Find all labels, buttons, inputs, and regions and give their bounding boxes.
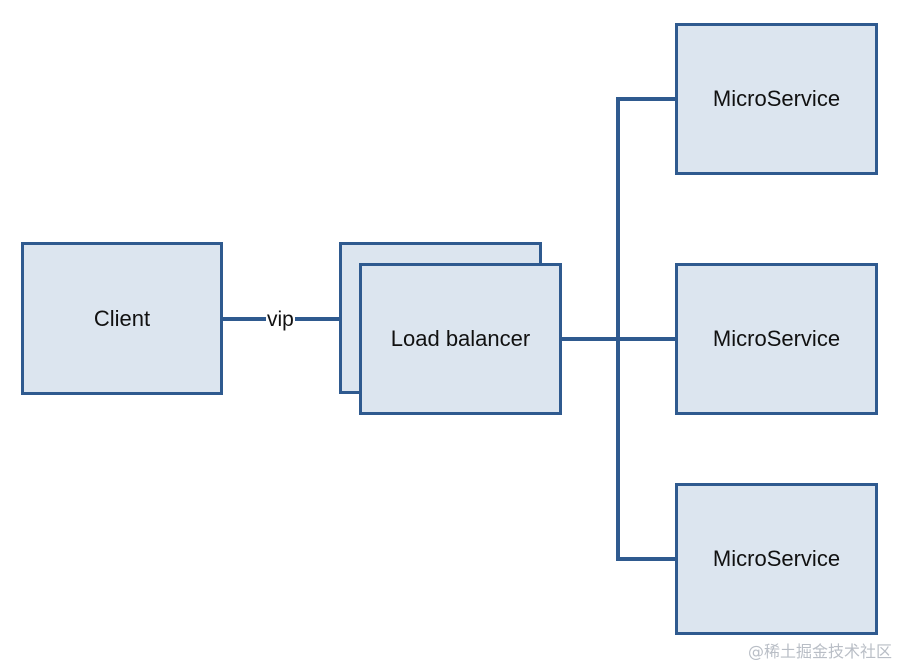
trunk-connector <box>616 97 620 561</box>
microservice-label-1: MicroService <box>712 86 841 111</box>
vip-edge-label: vip <box>266 308 295 332</box>
load-balancer-node: Load balancer <box>359 263 562 415</box>
trunk-to-service-3-connector <box>616 557 678 561</box>
load-balancer-label: Load balancer <box>390 326 531 351</box>
trunk-to-service-2-connector <box>616 337 678 341</box>
client-node: Client <box>21 242 223 395</box>
trunk-to-service-1-connector <box>616 97 678 101</box>
microservice-node-1: MicroService <box>675 23 878 175</box>
microservice-label-2: MicroService <box>712 326 841 351</box>
microservice-node-3: MicroService <box>675 483 878 635</box>
lb-output-connector <box>560 337 620 341</box>
client-label: Client <box>93 305 151 331</box>
microservice-node-2: MicroService <box>675 263 878 415</box>
microservice-label-3: MicroService <box>712 546 841 571</box>
watermark-text: @稀土掘金技术社区 <box>747 642 892 661</box>
